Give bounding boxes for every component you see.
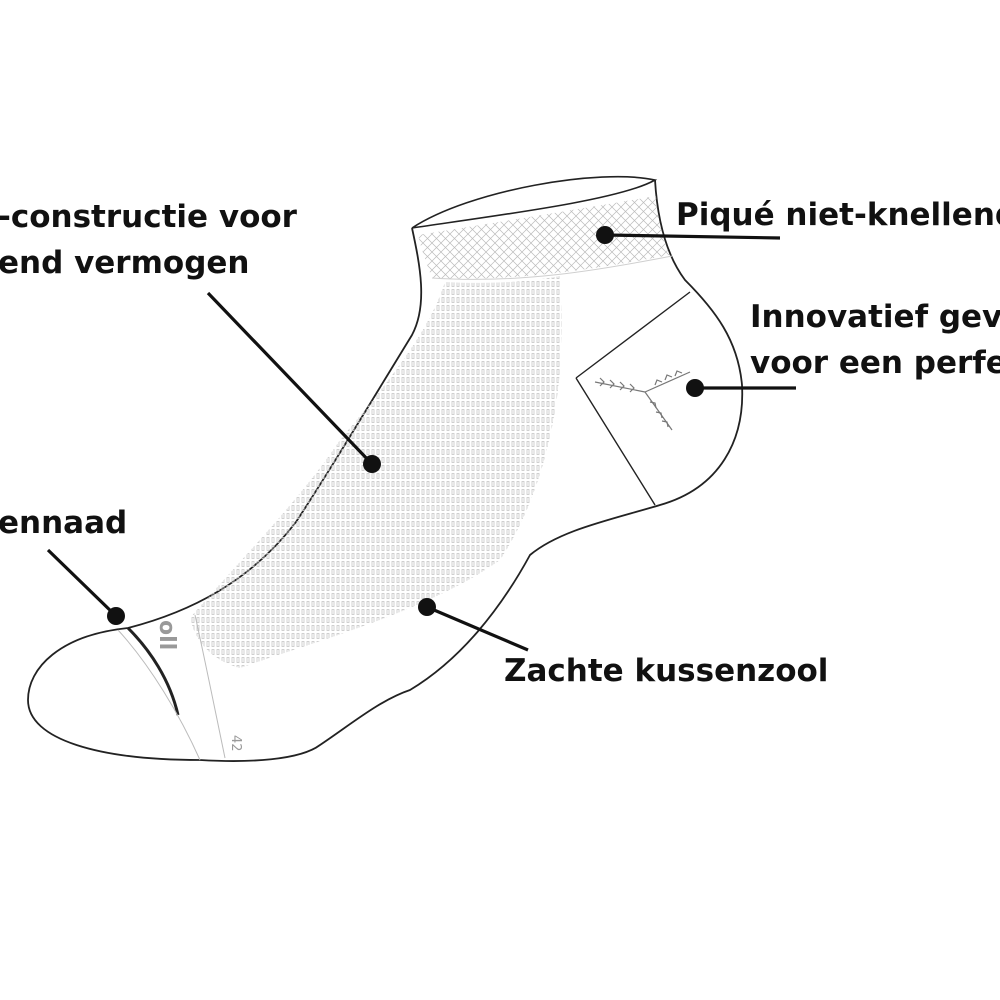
seam-callout-text: ennaad (0, 505, 128, 541)
mesh-leader (206, 291, 374, 466)
mesh-callout: -constructie voor end vermogen (0, 194, 297, 286)
heel-callout: Innovatief gevor voor een perfect (750, 294, 1000, 386)
pique-leader (604, 233, 781, 240)
sole-dot (418, 598, 436, 616)
leader-lines (46, 233, 796, 652)
mesh-callout-line-1: -constructie voor (0, 199, 297, 235)
toe-seam (126, 626, 180, 716)
seam-leader (46, 548, 118, 618)
pique-callout: Piqué niet-knellende (676, 192, 1000, 238)
heel-panel (575, 291, 691, 506)
heel-callout-line-1: Innovatief gevor (750, 299, 1000, 335)
sole-callout: Zachte kussenzool (504, 648, 828, 694)
mesh-callout-line-2: end vermogen (0, 245, 250, 281)
brand-logo: oll (154, 620, 179, 650)
heel-dot (686, 379, 704, 397)
seam-callout: ennaad (0, 500, 127, 546)
pique-dot (596, 226, 614, 244)
size-mark: 42 (228, 735, 243, 752)
seam-dot (107, 607, 125, 625)
pique-callout-text: Piqué niet-knellende (676, 197, 1000, 233)
pique-band (418, 196, 670, 279)
heel-emblem (594, 370, 691, 431)
sock-opening (411, 175, 658, 229)
sole-leader (426, 605, 529, 652)
heel-callout-line-2: voor een perfect (750, 345, 1000, 381)
mesh-dot (363, 455, 381, 473)
sole-callout-text: Zachte kussenzool (504, 653, 829, 689)
